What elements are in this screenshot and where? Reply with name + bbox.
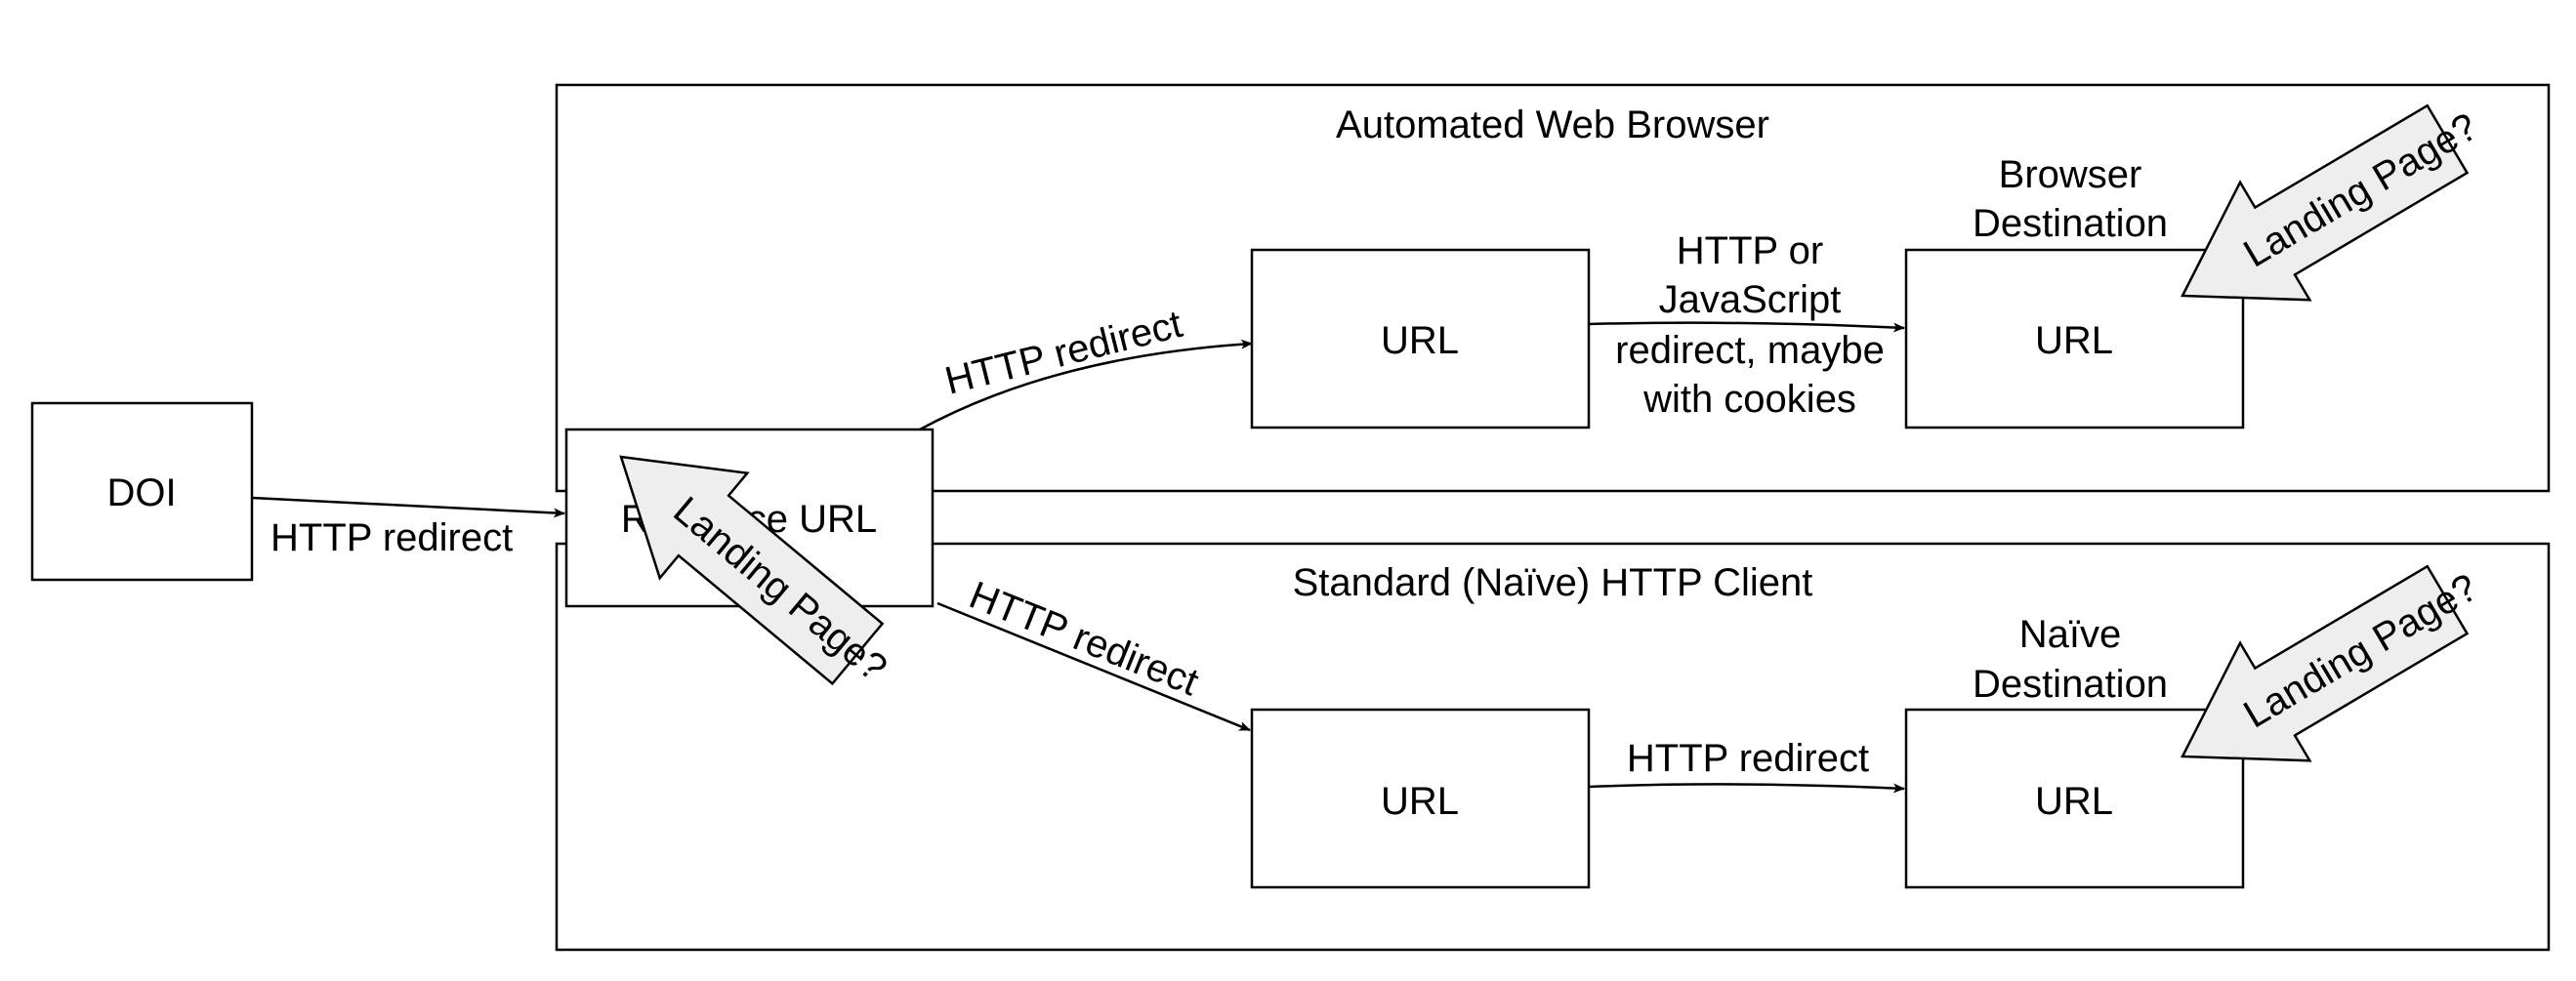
naive-destination-label: Naïve Destination [1973, 613, 2168, 706]
browser-url-label: URL [1381, 319, 1459, 362]
naive-destination-label-line-2: Destination [1973, 663, 2168, 706]
doi-node: DOI [30, 401, 254, 582]
browser-destination-label-line-1: Browser [1999, 153, 2142, 196]
browser-panel-title: Automated Web Browser [1336, 103, 1769, 146]
browser-destination-box [1904, 248, 2245, 429]
browser-url-box [1250, 248, 1591, 429]
naive-panel-title: Standard (Naïve) HTTP Client [1293, 561, 1813, 604]
edge-label-line-1: HTTP or [1677, 229, 1823, 272]
naive-url-node: URL [1250, 708, 1591, 889]
edge-browser-url-to-destination [1588, 321, 1905, 333]
browser-destination-label: Browser Destination [1973, 153, 2168, 245]
browser-destination-url-label: URL [2035, 319, 2113, 362]
browser-url-node: URL [1250, 248, 1591, 429]
doi-label: DOI [106, 471, 176, 514]
naive-destination-box [1904, 708, 2245, 889]
browser-destination-node: URL [1904, 248, 2245, 429]
edge-doi-to-resource [251, 496, 565, 518]
edge-resource-to-naive-url [936, 601, 1251, 732]
browser-destination-label-line-2: Destination [1973, 202, 2168, 245]
edge-label-browser-url-to-destination: HTTP or JavaScript redirect, maybe with … [1615, 229, 1885, 421]
edge-label-line-2: JavaScript [1659, 278, 1842, 321]
doi-box [30, 401, 254, 582]
landing-page-arrow-icon [619, 455, 885, 686]
naive-destination-label-line-1: Naïve [2019, 613, 2122, 656]
edge-label-doi-to-resource: HTTP redirect [270, 516, 513, 559]
naive-url-label: URL [1381, 780, 1459, 823]
edge-resource-to-browser-url [919, 339, 1253, 431]
edge-label-line-4: with cookies [1642, 378, 1856, 421]
naive-destination-url-label: URL [2035, 780, 2113, 823]
edge-label-naive-url-to-destination: HTTP redirect [1627, 737, 1869, 780]
landing-page-arrow-icon [2180, 564, 2470, 762]
naive-destination-node: URL [1904, 708, 2245, 889]
landing-page-arrow-icon [2180, 103, 2470, 302]
naive-url-box [1250, 708, 1591, 889]
edge-label-line-3: redirect, maybe [1615, 329, 1885, 372]
edge-naive-url-to-destination [1588, 783, 1905, 794]
